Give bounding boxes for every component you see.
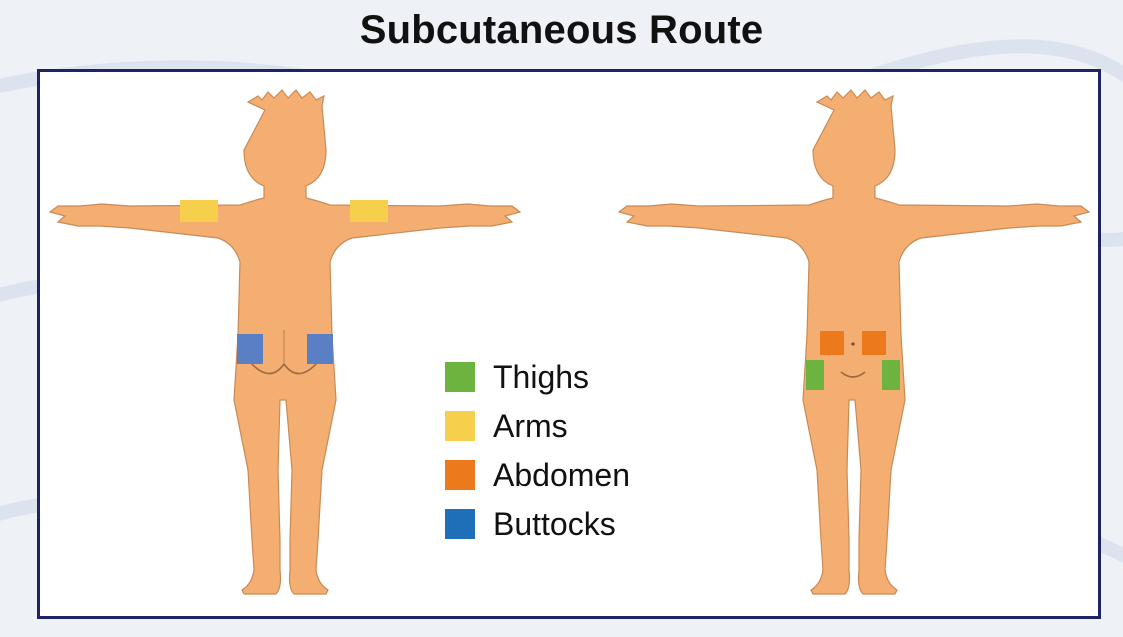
legend-swatch-abdomen <box>445 460 475 490</box>
legend-item-abdomen: Abdomen <box>445 450 705 499</box>
legend-swatch-arms <box>445 411 475 441</box>
legend: Thighs Arms Abdomen Buttocks <box>445 352 705 548</box>
back-buttock-site-left <box>237 334 263 364</box>
back-arm-site-left <box>180 200 218 222</box>
legend-label-abdomen: Abdomen <box>493 457 630 493</box>
legend-item-arms: Arms <box>445 401 705 450</box>
back-buttock-site-right <box>307 334 333 364</box>
legend-label-arms: Arms <box>493 408 568 444</box>
legend-label-thighs: Thighs <box>493 359 589 395</box>
legend-label-buttocks: Buttocks <box>493 506 616 542</box>
front-thigh-site-left <box>806 360 824 390</box>
front-abdomen-site-right <box>862 331 886 355</box>
front-thigh-site-right <box>882 360 900 390</box>
legend-swatch-buttocks <box>445 509 475 539</box>
legend-item-buttocks: Buttocks <box>445 499 705 548</box>
legend-item-thighs: Thighs <box>445 352 705 401</box>
front-abdomen-site-left <box>820 331 844 355</box>
back-arm-site-right <box>350 200 388 222</box>
legend-swatch-thighs <box>445 362 475 392</box>
